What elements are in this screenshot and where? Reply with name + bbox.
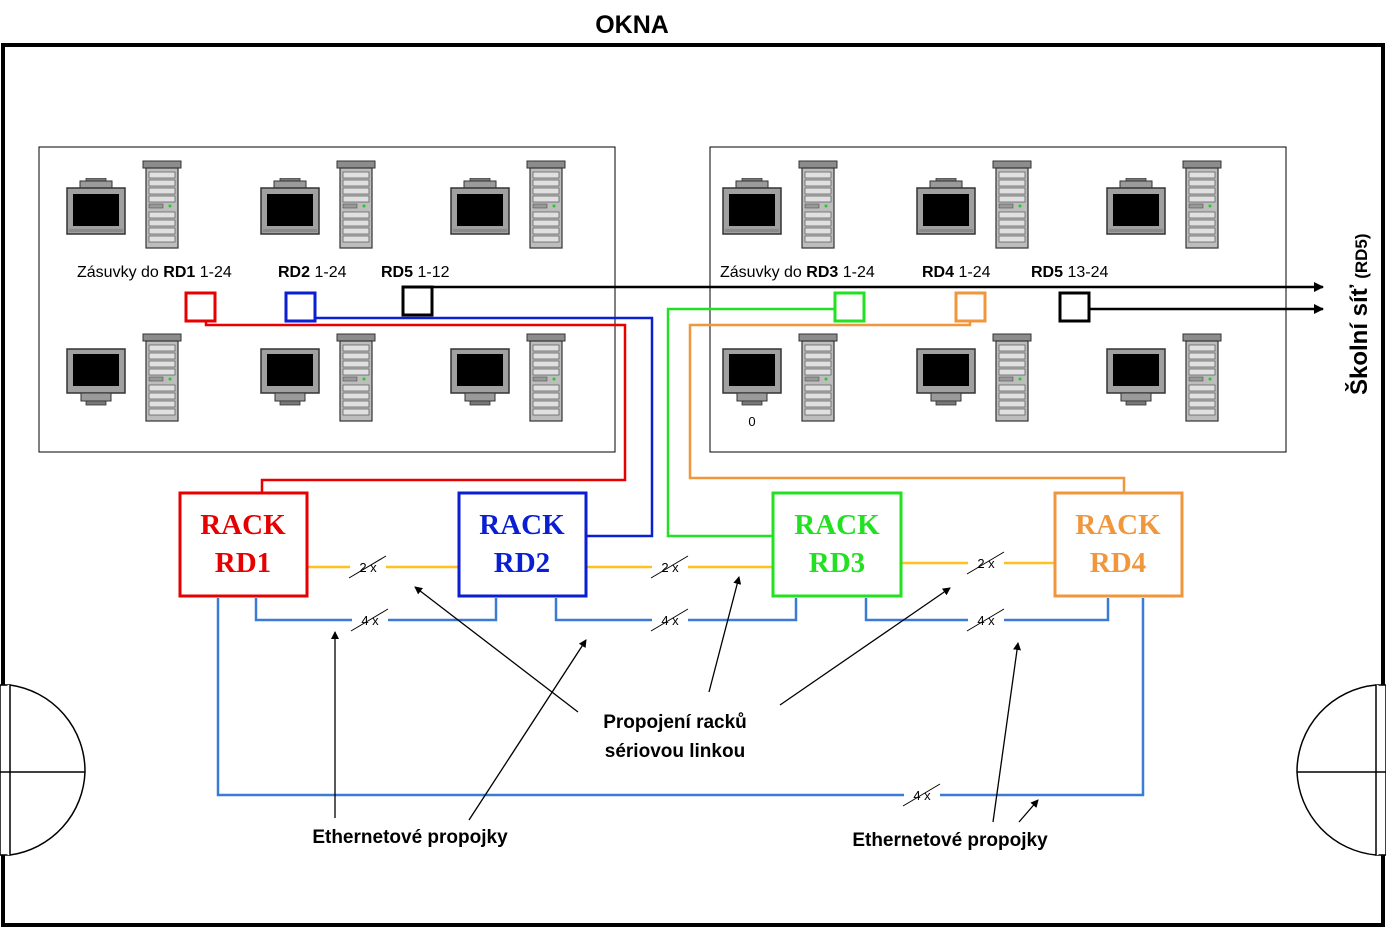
rack-id: RD3	[809, 547, 865, 579]
socket-label-range: 1-24	[838, 264, 875, 281]
socket-label-prefix: Zásuvky do	[720, 264, 806, 281]
annotation-arrow-ethernet-4	[1018, 799, 1039, 823]
rack-title: RACK	[794, 509, 880, 541]
cable-rd4	[688, 320, 1126, 493]
network-socket-icon	[1058, 291, 1091, 323]
network-socket-icon	[284, 291, 317, 323]
server-tower-icon	[992, 333, 1032, 422]
cable-rd1	[204, 320, 627, 493]
server-tower-icon	[526, 333, 566, 422]
serial-link-annotation-2: sériovou linkou	[605, 741, 745, 762]
serial-count-label: 2 x	[977, 556, 995, 571]
socket-label-rack: RD5	[1031, 264, 1063, 281]
ethernet-annotation-right: Ethernetové propojky	[852, 830, 1048, 851]
school-network-sub: (RD5)	[1352, 233, 1371, 278]
socket-label-range: 1-12	[413, 264, 450, 281]
server-tower-icon	[526, 160, 566, 249]
serial-count-2: 2 x	[650, 555, 689, 579]
rack-id: RD4	[1090, 547, 1146, 579]
network-socket-icon	[833, 291, 866, 323]
ethernet-count-1: 4 x	[350, 608, 389, 632]
server-tower-icon	[336, 160, 376, 249]
annotation-arrow-ethernet-2	[468, 639, 587, 821]
socket-label-rack: RD4	[922, 264, 954, 281]
rack-rd2: RACK RD2	[457, 491, 588, 598]
school-network-main: Školní síť	[1345, 284, 1373, 395]
annotation-arrow-serial-1	[414, 586, 579, 713]
annotation-arrow-serial-2	[708, 576, 742, 693]
rack-rd4: RACK RD4	[1053, 491, 1184, 598]
socket-label-range: 1-24	[310, 264, 347, 281]
server-tower-icon	[798, 333, 838, 422]
rack-rd3: RACK RD3	[771, 491, 903, 598]
socket-label-prefix: Zásuvky do	[77, 264, 163, 281]
ethernet-link-rd1-rd4	[216, 598, 1145, 797]
rack-title: RACK	[1075, 509, 1161, 541]
server-tower-icon	[992, 160, 1032, 249]
socket-label-left-rd5: RD5 1-12	[381, 264, 450, 281]
socket-label-left: Zásuvky do RD1 1-24	[77, 264, 232, 281]
serial-count-label: 2 x	[359, 560, 377, 575]
socket-label-rack: RD1	[163, 264, 195, 281]
server-tower-icon	[142, 333, 182, 422]
serial-link-annotation: Propojení racků	[603, 712, 747, 733]
door-right-icon	[1296, 684, 1386, 856]
socket-label-right: Zásuvky do RD3 1-24	[720, 264, 875, 281]
socket-label-right-rd4: RD4 1-24	[922, 264, 991, 281]
ethernet-count-4: 4 x	[902, 783, 941, 807]
page-title: OKNA	[595, 11, 669, 39]
server-tower-icon	[142, 160, 182, 249]
ethernet-count-label: 4 x	[977, 613, 995, 628]
rack-rd1: RACK RD1	[178, 491, 309, 598]
ethernet-count-3: 4 x	[966, 608, 1005, 632]
socket-label-rack: RD2	[278, 264, 310, 281]
workstation-block-left	[38, 146, 616, 453]
serial-count-label: 2 x	[661, 560, 679, 575]
ethernet-count-label: 4 x	[913, 788, 931, 803]
school-network-label: Školní síť (RD5)	[1345, 233, 1373, 395]
socket-label-left-rd2: RD2 1-24	[278, 264, 347, 281]
server-tower-icon	[336, 333, 376, 422]
socket-label-range: 1-24	[195, 264, 232, 281]
server-tower-icon	[1182, 333, 1222, 422]
door-left-icon	[0, 684, 86, 856]
serial-count-3: 2 x	[966, 551, 1005, 575]
rack-title: RACK	[479, 509, 565, 541]
ethernet-count-label: 4 x	[661, 613, 679, 628]
socket-label-range: 13-24	[1063, 264, 1108, 281]
rack-title: RACK	[200, 509, 286, 541]
cable-rd2	[315, 316, 654, 538]
ethernet-annotation-left: Ethernetové propojky	[312, 827, 508, 848]
network-socket-icon	[184, 291, 217, 323]
room-outline	[1, 43, 1385, 927]
socket-label-right-rd5: RD5 13-24	[1031, 264, 1108, 281]
computer-label: 0	[748, 414, 755, 429]
annotation-arrow-serial-3	[779, 587, 951, 706]
server-tower-icon	[1182, 160, 1222, 249]
network-socket-icon	[401, 285, 434, 317]
network-socket-icon	[954, 291, 987, 323]
socket-label-rack: RD3	[806, 264, 838, 281]
server-tower-icon	[798, 160, 838, 249]
serial-count-1: 2 x	[348, 555, 387, 579]
socket-label-rack: RD5	[381, 264, 413, 281]
ethernet-count-2: 4 x	[650, 608, 689, 632]
rack-id: RD2	[494, 547, 550, 579]
socket-label-range: 1-24	[954, 264, 991, 281]
ethernet-count-label: 4 x	[361, 613, 379, 628]
cable-rd3	[666, 307, 835, 538]
rack-id: RD1	[215, 547, 271, 579]
annotation-arrow-ethernet-3	[992, 642, 1021, 823]
